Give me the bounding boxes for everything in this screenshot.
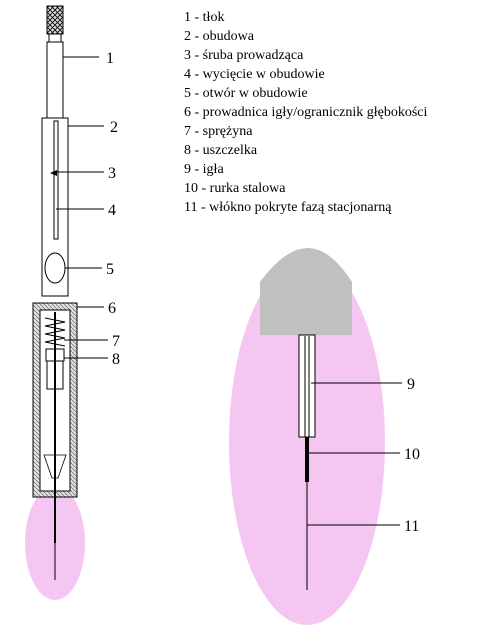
callout-3: 3 <box>108 165 116 182</box>
callout-2: 2 <box>110 119 118 136</box>
device-assembly <box>25 5 85 600</box>
right-callouts <box>307 382 402 526</box>
callout-5: 5 <box>106 261 114 278</box>
legend-item-1: 1 - tłok <box>184 10 224 25</box>
plunger <box>46 41 64 119</box>
right-callout-labels: 9 10 11 <box>404 376 420 535</box>
detail-steel-tube <box>305 437 309 482</box>
left-callout-labels: 1 2 3 4 5 6 7 8 <box>106 50 120 368</box>
callout-9: 9 <box>407 376 415 393</box>
housing-hole <box>44 252 66 284</box>
callout-4: 4 <box>108 202 116 219</box>
legend-item-9: 9 - igła <box>184 162 224 177</box>
plunger-rod <box>48 33 62 43</box>
legend: 1 - tłok 2 - obudowa 3 - śruba prowadząc… <box>184 10 427 215</box>
detail-needle <box>298 334 316 438</box>
callout-11: 11 <box>404 518 419 535</box>
legend-item-2: 2 - obudowa <box>184 29 255 44</box>
tip-detail <box>229 248 385 625</box>
legend-item-3: 3 - śruba prowadząca <box>184 48 304 63</box>
plunger-knob <box>46 5 64 35</box>
legend-item-5: 5 - otwór w obudowie <box>184 86 308 101</box>
legend-item-10: 10 - rurka stalowa <box>184 181 286 196</box>
housing-slot <box>53 120 59 240</box>
legend-item-8: 8 - uszczelka <box>184 143 258 158</box>
legend-item-6: 6 - prowadnica igły/ogranicznik głębokoś… <box>184 105 427 120</box>
callout-1: 1 <box>106 50 114 67</box>
callout-7: 7 <box>112 333 120 350</box>
legend-item-4: 4 - wycięcie w obudowie <box>184 67 325 82</box>
detail-housing <box>260 248 352 335</box>
guide-screw <box>50 170 57 176</box>
callout-6: 6 <box>108 300 116 317</box>
left-callouts <box>56 56 108 359</box>
legend-item-11: 11 - włókno pokryte fazą stacjonarną <box>184 200 392 215</box>
legend-item-7: 7 - sprężyna <box>184 124 253 139</box>
callout-10: 10 <box>404 446 420 463</box>
callout-8: 8 <box>112 351 120 368</box>
